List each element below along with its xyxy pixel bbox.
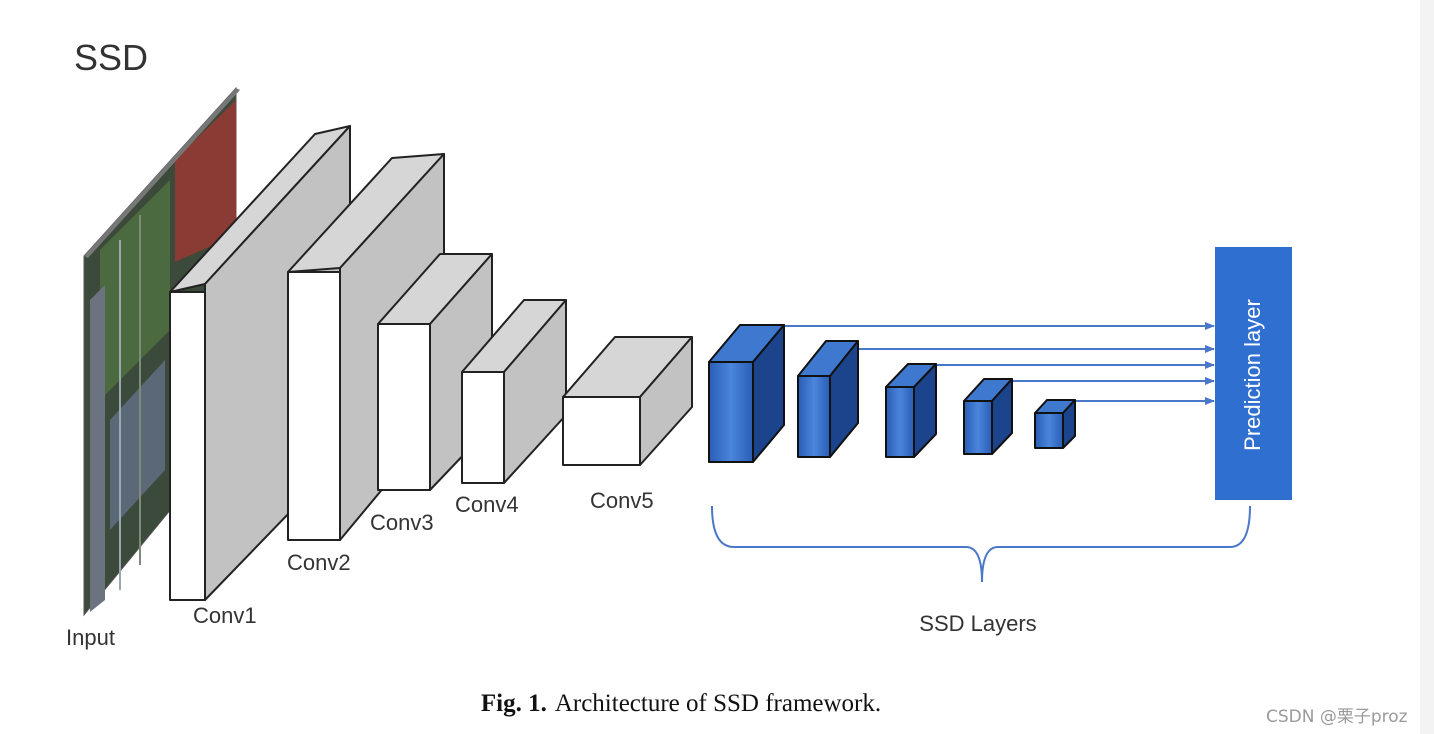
input-label: Input — [66, 625, 115, 650]
conv5-label: Conv5 — [590, 488, 654, 513]
ssd-layers-label: SSD Layers — [919, 611, 1036, 636]
ssd-block-3 — [885, 363, 937, 458]
conv4-label: Conv4 — [455, 492, 519, 517]
ssd-block-2 — [797, 340, 859, 458]
prediction-layer-label: Prediction layer — [1240, 299, 1265, 451]
diagram-title: SSD — [74, 37, 148, 78]
figure-caption: Fig. 1. Architecture of SSD framework. — [0, 690, 1362, 718]
figure-caption-label: Fig. 1. — [480, 690, 547, 717]
figure-caption-text: Architecture of SSD framework. — [554, 690, 882, 717]
right-edge-strip — [1420, 0, 1434, 734]
conv1-label: Conv1 — [193, 603, 257, 628]
conv3-label: Conv3 — [370, 510, 434, 535]
conv4-block — [461, 299, 567, 484]
watermark: CSDN @栗子proz — [1266, 707, 1408, 727]
feature-arrows — [784, 322, 1215, 405]
ssd-block-5 — [1034, 399, 1076, 449]
conv5-block — [562, 336, 693, 466]
prediction-layer: Prediction layer — [1215, 247, 1292, 500]
input-image — [83, 86, 240, 617]
ssd-block-1 — [708, 324, 785, 463]
conv2-label: Conv2 — [287, 550, 351, 575]
ssd-layers-brace — [711, 505, 1251, 583]
ssd-block-4 — [963, 378, 1013, 455]
